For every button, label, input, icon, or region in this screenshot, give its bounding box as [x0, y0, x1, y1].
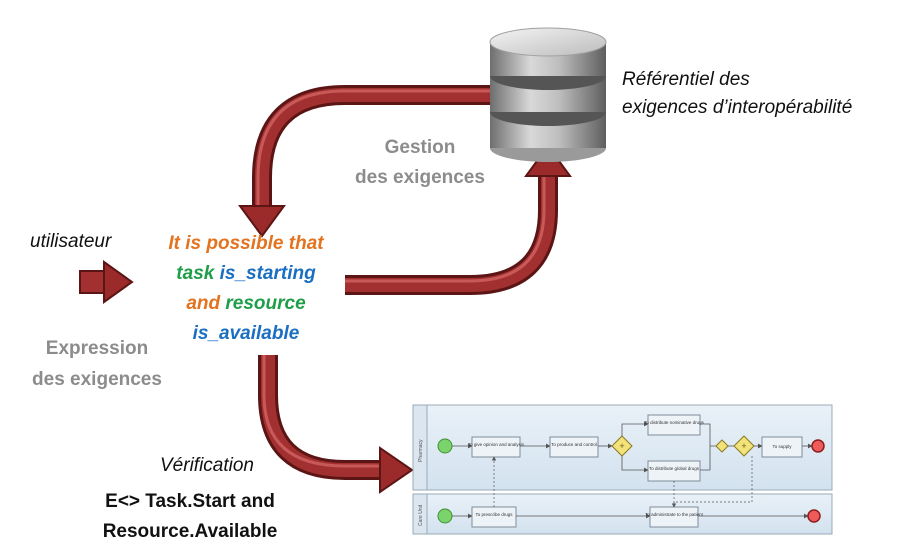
task-give-opinion-label: To give opinion and analysis: [468, 442, 525, 447]
repository-label-line2: exigences d’interopérabilité: [622, 97, 853, 118]
user-arrowhead: [103, 260, 134, 304]
phrase-is-starting: is_starting: [219, 263, 316, 284]
user-label: utilisateur: [30, 231, 112, 252]
phrase-is-available: is_available: [192, 323, 300, 344]
task-administrate: [649, 506, 699, 528]
management-label: Gestion des exigences: [340, 133, 500, 193]
phrase-and: and: [186, 293, 221, 314]
arrowhead-down-phrase: [238, 205, 286, 238]
task-give-opinion: [471, 436, 521, 458]
arrowhead-right-model: [379, 446, 414, 494]
formula-line2: Resource.Available: [102, 521, 278, 542]
task-administrate-label: To administrate to the patient: [645, 512, 704, 517]
svg-text:+: +: [741, 441, 746, 451]
task-distribute-global: [647, 460, 701, 482]
task-supply: [761, 436, 803, 458]
expression-label-line1: Expression: [45, 338, 149, 359]
phrase-line1: It is possible that: [168, 233, 324, 254]
expression-label-line2: des exigences: [32, 369, 162, 390]
bpmn-model: Pharmacy Care Unit To give opinion and a…: [412, 404, 833, 535]
phrase-resource: resource: [225, 293, 306, 314]
formula-line1: E<> Task.Start and: [105, 491, 275, 512]
repository-label-line1: Référentiel des: [622, 69, 750, 90]
expression-label: Expression des exigences: [12, 333, 182, 395]
task-distribute-nominative: [647, 414, 701, 436]
phrase-line2: task is_starting: [146, 259, 346, 289]
task-distribute-nominative-label: To distribute nominative drugs: [644, 420, 705, 425]
svg-text:+: +: [619, 441, 624, 451]
task-produce-control: [549, 436, 599, 458]
end-event-pharmacy: [811, 439, 825, 453]
repository-label: Référentiel des exigences d’interopérabi…: [622, 66, 852, 122]
task-supply-label: To supply: [772, 444, 792, 449]
lane-pharmacy-label: Pharmacy: [418, 439, 424, 462]
phrase-task: task: [176, 263, 215, 284]
verification-formula: E<> Task.Start and Resource.Available: [70, 487, 310, 547]
management-label-line1: Gestion: [384, 137, 456, 158]
task-distribute-global-label: To distribute global drugs: [649, 466, 700, 471]
requirement-phrase: It is possible that task is_starting and…: [146, 229, 346, 349]
task-prescribe: [471, 506, 517, 528]
management-label-line2: des exigences: [355, 167, 485, 188]
task-produce-control-label: To produce and control: [551, 442, 597, 447]
lane-care-unit-label: Care Unit: [418, 504, 424, 526]
phrase-line3: and resource: [146, 289, 346, 319]
database-icon: [489, 27, 607, 162]
start-event-pharmacy: [437, 438, 453, 454]
task-prescribe-label: To prescribe drugs: [475, 512, 513, 517]
start-event-care-unit: [437, 508, 453, 524]
verification-label: Vérification: [160, 455, 254, 476]
user-arrow-shaft: [79, 270, 107, 294]
end-event-care-unit: [807, 509, 821, 523]
